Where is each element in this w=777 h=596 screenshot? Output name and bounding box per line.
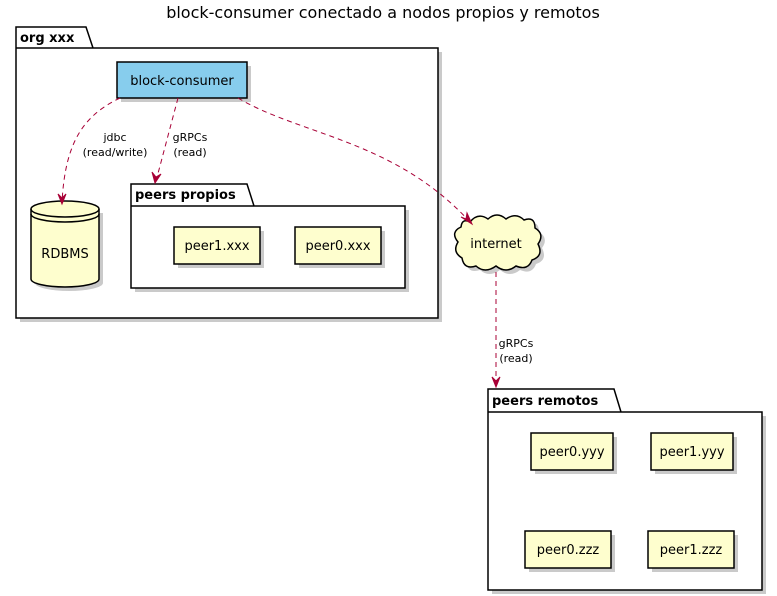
edge-grpc-propios-label-1: gRPCs bbox=[173, 131, 208, 144]
peer0-yyy-label: peer0.yyy bbox=[539, 445, 604, 460]
rdbms-label: RDBMS bbox=[41, 247, 88, 262]
peer1-zzz-node: peer1.zzz bbox=[647, 530, 738, 572]
peer1-yyy-node: peer1.yyy bbox=[650, 432, 737, 474]
edge-grpc-remotos-label-2: (read) bbox=[499, 352, 532, 365]
package-org-label: org xxx bbox=[20, 31, 75, 46]
peer1-xxx-node: peer1.xxx bbox=[173, 226, 264, 268]
peer0-yyy-node: peer0.yyy bbox=[530, 432, 617, 474]
peer1-yyy-label: peer1.yyy bbox=[659, 445, 724, 460]
package-peers-propios-label: peers propios bbox=[135, 188, 236, 203]
edge-jdbc-label-2: (read/write) bbox=[83, 146, 148, 159]
peer0-zzz-label: peer0.zzz bbox=[537, 543, 600, 558]
peer0-xxx-node: peer0.xxx bbox=[294, 226, 385, 268]
rdbms-database: RDBMS bbox=[30, 200, 103, 291]
edge-to-internet bbox=[237, 97, 474, 226]
peer1-zzz-label: peer1.zzz bbox=[660, 543, 723, 558]
peer0-xxx-label: peer0.xxx bbox=[305, 239, 370, 254]
edge-grpc-remotos-label-1: gRPCs bbox=[499, 337, 534, 350]
peer1-xxx-label: peer1.xxx bbox=[184, 239, 249, 254]
edge-grpc-remotos: gRPCs (read) bbox=[491, 272, 534, 389]
edge-grpc-propios-label-2: (read) bbox=[173, 146, 206, 159]
block-consumer-node: block-consumer bbox=[116, 61, 251, 102]
peer0-zzz-node: peer0.zzz bbox=[524, 530, 615, 572]
internet-cloud: internet bbox=[453, 214, 545, 274]
edge-jdbc: jdbc (read/write) bbox=[57, 97, 148, 206]
edge-jdbc-label-1: jdbc bbox=[102, 131, 126, 144]
block-consumer-label: block-consumer bbox=[130, 74, 234, 89]
edge-grpc-propios: gRPCs (read) bbox=[151, 97, 208, 185]
internet-label: internet bbox=[470, 237, 521, 252]
diagram-title: block-consumer conectado a nodos propios… bbox=[166, 3, 600, 22]
package-peers-remotos-label: peers remotos bbox=[492, 394, 598, 409]
